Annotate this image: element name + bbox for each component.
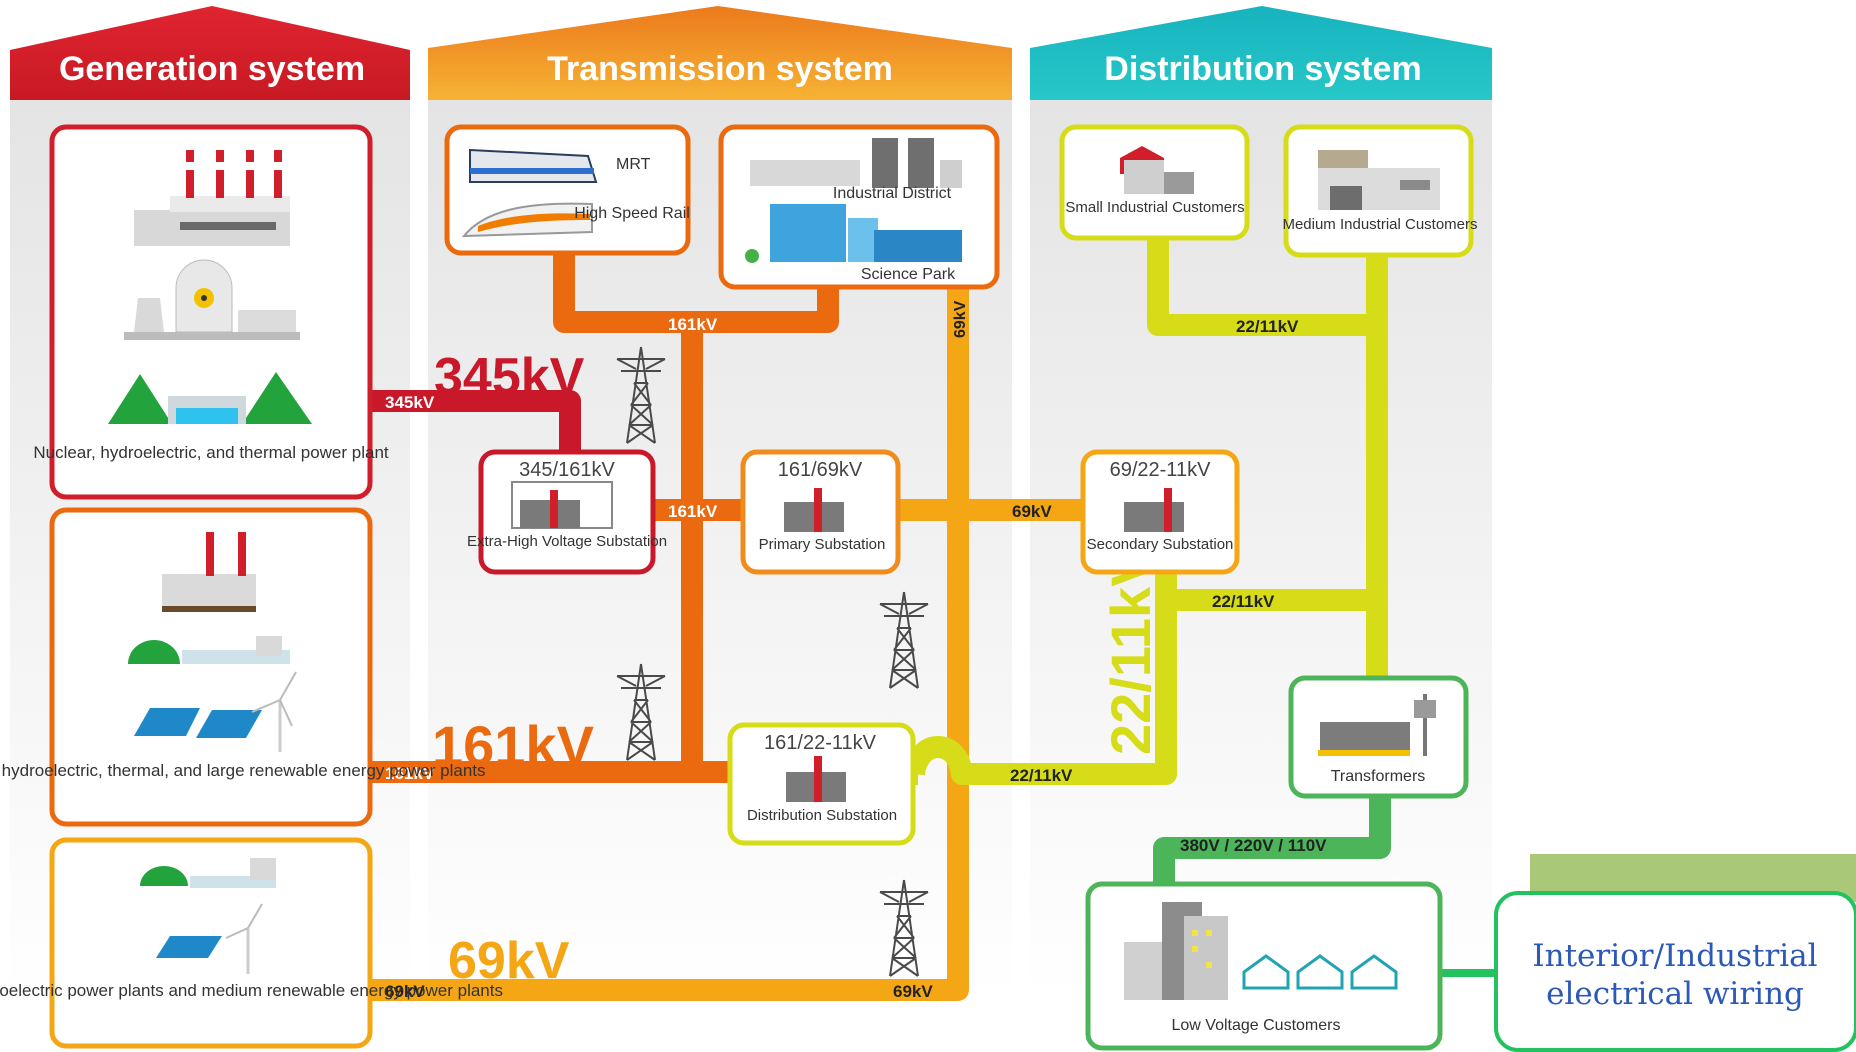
label-69kv-bottom-right: 69kV (893, 982, 933, 1001)
medium-industrial-label: Medium Industrial Customers (1282, 216, 1477, 233)
industrial-science-card: Industrial District Science Park (718, 124, 1000, 290)
solar-wind-icon (156, 903, 263, 974)
large-power-plant-card: Nuclear, hydroelectric, and thermal powe… (33, 124, 389, 500)
house-icon (1296, 954, 1344, 990)
label-161kv-top: 161kV (668, 315, 718, 334)
small-industrial-customers-card: Small Industrial Customers (1059, 124, 1250, 241)
medium-power-plant-card: Medium hydroelectric, thermal, and large… (0, 507, 486, 827)
small-power-plant-card: Small hydroelectric power plants and med… (0, 837, 503, 1049)
solar-wind-icon (134, 671, 297, 752)
house-icon (1242, 954, 1290, 990)
transformers-label: Transformers (1331, 768, 1426, 785)
big-345kv: 345kV (434, 348, 585, 406)
small-factory-icon (1120, 146, 1194, 194)
industrial-district-icon (750, 138, 962, 188)
label-69kv-vertical: 69kV (952, 300, 969, 338)
label-22kv-bottom: 22/11kV (1010, 766, 1073, 785)
line-labels: 345kV 161kV 161kV 161kV 69kV 69kV 69kV 6… (385, 300, 1327, 1001)
hydro-plant-icon (128, 636, 290, 664)
low-voltage-customers-card: Low Voltage Customers (1085, 881, 1443, 1051)
medium-factory-icon (1318, 150, 1440, 210)
medium-power-plant-label: Medium hydroelectric, thermal, and large… (0, 761, 486, 780)
label-low-voltage-line: 380V / 220V / 110V (1180, 836, 1327, 855)
label-22kv-mid: 22/11kV (1212, 592, 1275, 611)
substation-rating: 161/22-11kV (764, 732, 877, 754)
substation-name: Extra-High Voltage Substation (467, 533, 667, 550)
power-lines (370, 230, 1500, 1001)
label-22kv-top: 22/11kV (1236, 317, 1299, 336)
substation-rating: 69/22-11kV (1110, 459, 1211, 481)
mrt-hsr-card: MRT High Speed Rail (444, 124, 691, 256)
nuclear-plant-icon (124, 259, 300, 340)
distribution-substation: 161/22-11kV Distribution Substation (727, 722, 916, 846)
hsr-label: High Speed Rail (574, 205, 690, 222)
big-22-11kv: 22/11kV (1099, 549, 1162, 755)
extra-high-voltage-substation: 345/161kV Extra-High Voltage Substation (467, 449, 667, 575)
big-69kv: 69kV (448, 932, 570, 990)
substation-name: Primary Substation (759, 536, 886, 553)
large-power-plant-label: Nuclear, hydroelectric, and thermal powe… (33, 443, 389, 462)
primary-substation: 161/69kV Primary Substation (740, 449, 901, 575)
low-voltage-label: Low Voltage Customers (1172, 1017, 1341, 1034)
substation-rating: 345/161kV (519, 459, 615, 481)
substation-name: Secondary Substation (1087, 536, 1234, 553)
transmission-header: Transmission system (547, 50, 893, 88)
hydro-plant-icon (140, 858, 276, 888)
label-161kv-left: 161kV (385, 764, 435, 783)
small-power-plant-label: Small hydroelectric power plants and med… (0, 981, 503, 1000)
label-69kv-mid: 69kV (1012, 502, 1052, 521)
industrial-district-label: Industrial District (833, 185, 952, 202)
buildings-icon (1124, 902, 1228, 1000)
callout-line-2: electrical wiring (1546, 976, 1804, 1012)
generation-header: Generation system (59, 50, 365, 88)
hydro-plant-icon (108, 372, 312, 424)
substation-icon (511, 481, 613, 529)
medium-industrial-customers-card: Medium Industrial Customers (1282, 124, 1478, 258)
science-park-label: Science Park (861, 266, 956, 283)
high-speed-rail-icon (461, 202, 593, 238)
label-161kv-mid: 161kV (668, 502, 718, 521)
callout-line-1: Interior/Industrial (1532, 938, 1817, 974)
transformer-icon (1318, 694, 1436, 756)
label-69kv-bottom-left: 69kV (385, 982, 425, 1001)
label-345kv-line: 345kV (385, 393, 435, 412)
big-161kv: 161kV (432, 714, 594, 777)
science-park-icon (745, 204, 962, 263)
thermal-plant-icon (134, 150, 290, 246)
secondary-substation: 69/22-11kV Secondary Substation (1080, 449, 1240, 575)
substation-icon (784, 488, 844, 532)
substation-name: Distribution Substation (747, 807, 897, 824)
house-icon (1350, 954, 1398, 990)
distribution-header: Distribution system (1104, 50, 1421, 88)
thermal-plant-icon (162, 532, 256, 612)
mrt-train-icon (469, 148, 598, 183)
transformers-card: Transformers (1288, 675, 1469, 799)
wiring-callout: Interior/Industrial electrical wiring (1494, 891, 1856, 1052)
substation-icon (786, 756, 846, 802)
small-industrial-label: Small Industrial Customers (1065, 199, 1244, 216)
substation-rating: 161/69kV (778, 459, 863, 481)
substation-icon (1124, 488, 1184, 532)
mrt-label: MRT (616, 156, 651, 173)
